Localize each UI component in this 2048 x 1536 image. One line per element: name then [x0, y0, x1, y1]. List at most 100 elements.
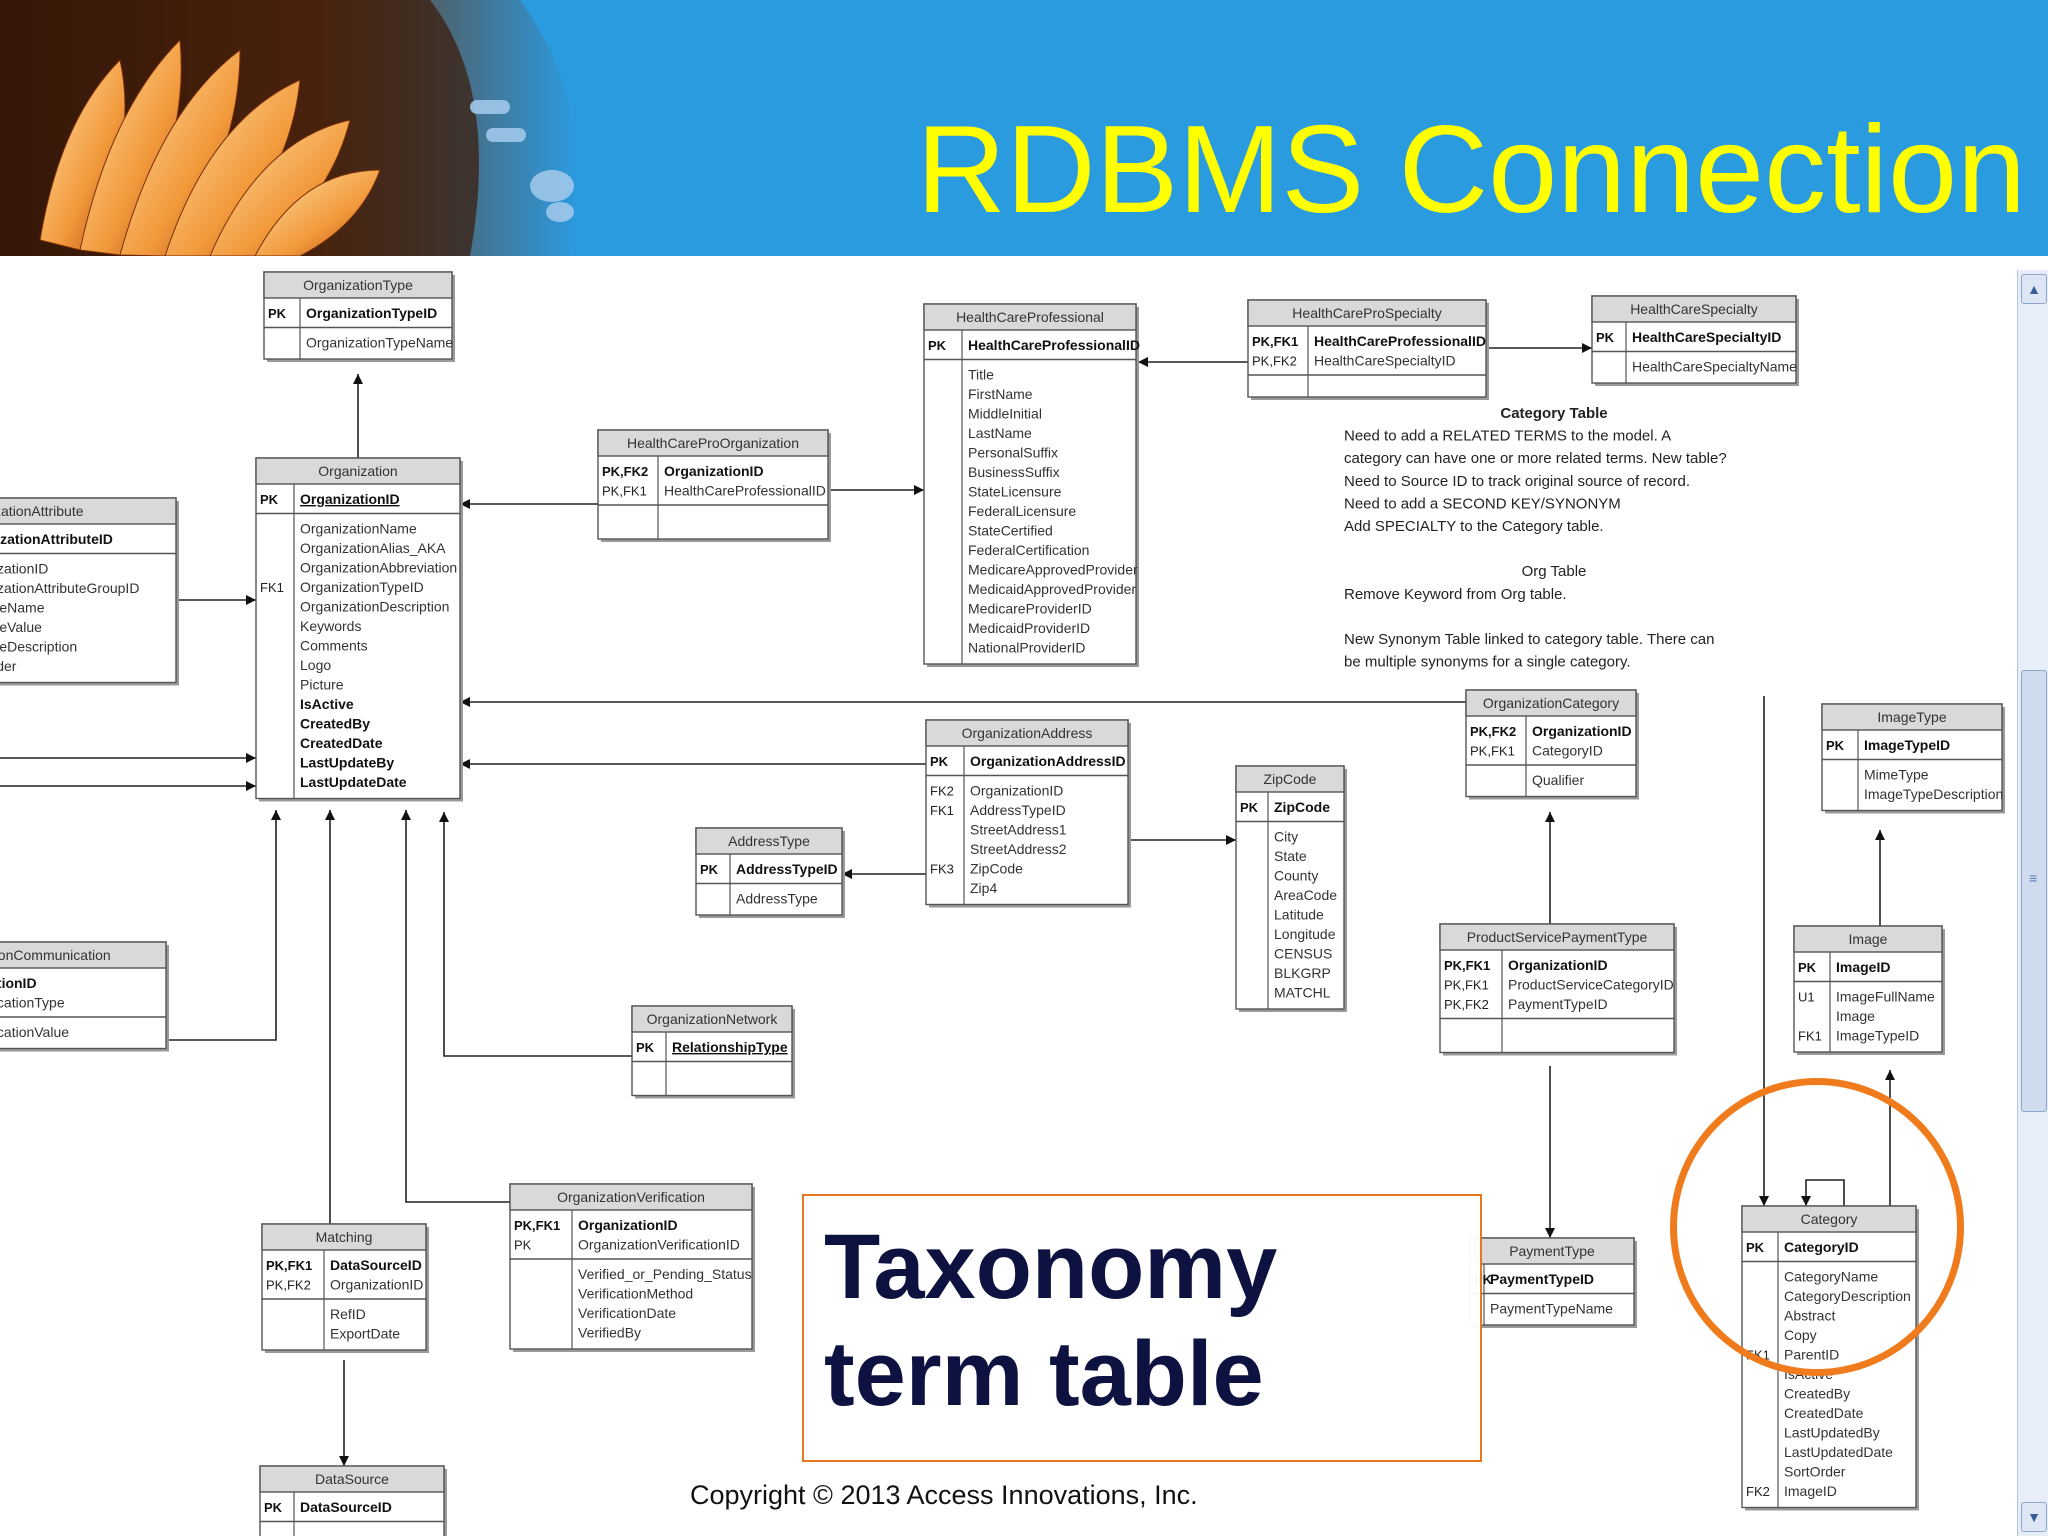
table-header [923, 303, 1137, 331]
field: CreatedDate [1784, 1405, 1864, 1421]
table-title: Matching [316, 1229, 373, 1245]
key-label: PK,FK1 [1252, 334, 1298, 349]
callout-box: Taxonomy term table [802, 1194, 1482, 1462]
key-label: FK1 [1798, 1029, 1822, 1044]
field: Logo [300, 657, 331, 673]
scroll-up-arrow-icon[interactable]: ▲ [2021, 274, 2047, 304]
table-title: DataSource [315, 1471, 389, 1487]
key-label: PK,FK2 [602, 464, 648, 479]
key-label: PK,FK1 [1470, 744, 1515, 759]
field: LastName [968, 425, 1032, 441]
field: BusinessSuffix [968, 464, 1060, 480]
note-line: category can have one or more related te… [1344, 450, 1727, 467]
pk-field: RelationshipType [672, 1039, 788, 1055]
table-title: HealthCareProfessional [956, 309, 1104, 325]
vertical-scrollbar[interactable]: ▲ ≡ ▼ [2017, 270, 2048, 1536]
field: CENSUS [1274, 946, 1332, 962]
field: MedicaidApprovedProvider [968, 581, 1136, 597]
field: OrganizationTypeName [306, 335, 453, 351]
table-header [263, 271, 453, 299]
table-frame [1235, 765, 1345, 1010]
field: SortOrder [0, 658, 17, 674]
field: StateLicensure [968, 484, 1062, 500]
scroll-down-arrow-icon[interactable]: ▼ [2021, 1502, 2047, 1532]
table-header [0, 497, 177, 525]
field: ZipCode [970, 861, 1023, 877]
table-organization-communication: OrganizationCommunicationFK1Organization… [0, 941, 169, 1052]
field: CreatedBy [1784, 1386, 1850, 1402]
key-label: PK [514, 1238, 532, 1253]
key-label: U1 [1798, 990, 1815, 1005]
table-title: ProductServicePaymentType [1467, 929, 1648, 945]
table-header [695, 827, 843, 855]
table-header [1439, 923, 1675, 951]
table-title: OrganizationType [303, 277, 413, 293]
table-frame [509, 1183, 753, 1350]
table-header [259, 1465, 445, 1493]
pk-field: OrganizationID [1532, 723, 1632, 739]
field: ExportDate [330, 1326, 400, 1342]
note-line: be multiple synonyms for a single catego… [1344, 654, 1631, 671]
pk-field: PaymentTypeID [1490, 1271, 1594, 1287]
pk-field: OrganizationID [1508, 957, 1608, 973]
table-title: AddressType [728, 833, 810, 849]
table-header [1247, 299, 1487, 327]
field: Latitude [1274, 907, 1324, 923]
field: StateCertified [968, 523, 1053, 539]
callout-line-2: term table [824, 1322, 1264, 1425]
table-header [597, 429, 829, 457]
field: AttributeDescription [0, 639, 77, 655]
field: ImageID [1784, 1483, 1837, 1499]
table-frame [923, 303, 1137, 665]
pk-field: OrganizationID [0, 975, 37, 991]
field: VerifiedBy [578, 1325, 641, 1341]
field: ImageTypeID [1836, 1028, 1919, 1044]
table-header [1821, 703, 2003, 731]
pk-field: OrganizationTypeID [306, 305, 437, 321]
table-frame [925, 719, 1129, 906]
table-title: OrganizationNetwork [647, 1011, 779, 1027]
key-label: PK [636, 1040, 655, 1055]
field: AddressType [736, 891, 818, 907]
key-label: PK,FK2 [266, 1278, 311, 1293]
note-line: New Synonym Table linked to category tab… [1344, 631, 1715, 648]
table-title: ZipCode [1264, 771, 1317, 787]
field: VerificationMethod [578, 1286, 693, 1302]
field: AttributeValue [0, 619, 42, 635]
pk-field: CommunicationType [0, 995, 65, 1011]
field: SortOrder [1784, 1464, 1846, 1480]
pk-field: OrganizationID [578, 1217, 678, 1233]
key-label: FK1 [260, 580, 284, 595]
table-title: OrganizationAttribute [0, 503, 84, 519]
key-label: PK [928, 338, 947, 353]
key-label: FK1 [930, 803, 954, 818]
table-title: HealthCareProOrganization [627, 435, 799, 451]
table-title: OrganizationVerification [557, 1189, 705, 1205]
field: Image [1836, 1008, 1875, 1024]
note-line: Need to add a RELATED TERMS to the model… [1344, 428, 1671, 445]
scroll-thumb[interactable]: ≡ [2021, 670, 2047, 1112]
pk-field: AddressTypeID [736, 861, 838, 877]
field: StreetAddress2 [970, 841, 1067, 857]
field: MedicareProviderID [968, 601, 1092, 617]
field: IsActive [300, 696, 354, 712]
table-header [0, 941, 167, 969]
relationship-line [401, 810, 510, 1203]
field: LastUpdatedDate [1784, 1444, 1893, 1460]
field: OrganizationName [300, 521, 417, 537]
table-frame [0, 497, 177, 684]
grip-icon: ≡ [2029, 870, 2038, 886]
pk-field: ImageTypeID [1864, 737, 1950, 753]
pk-field: HealthCareSpecialtyID [1632, 329, 1781, 345]
field: OrganizationAlias_AKA [300, 540, 446, 556]
field: CreatedBy [300, 716, 370, 732]
copyright-text: Copyright © 2013 Access Innovations, Inc… [690, 1480, 1198, 1510]
table-header [925, 719, 1129, 747]
field: VerificationDate [578, 1305, 676, 1321]
